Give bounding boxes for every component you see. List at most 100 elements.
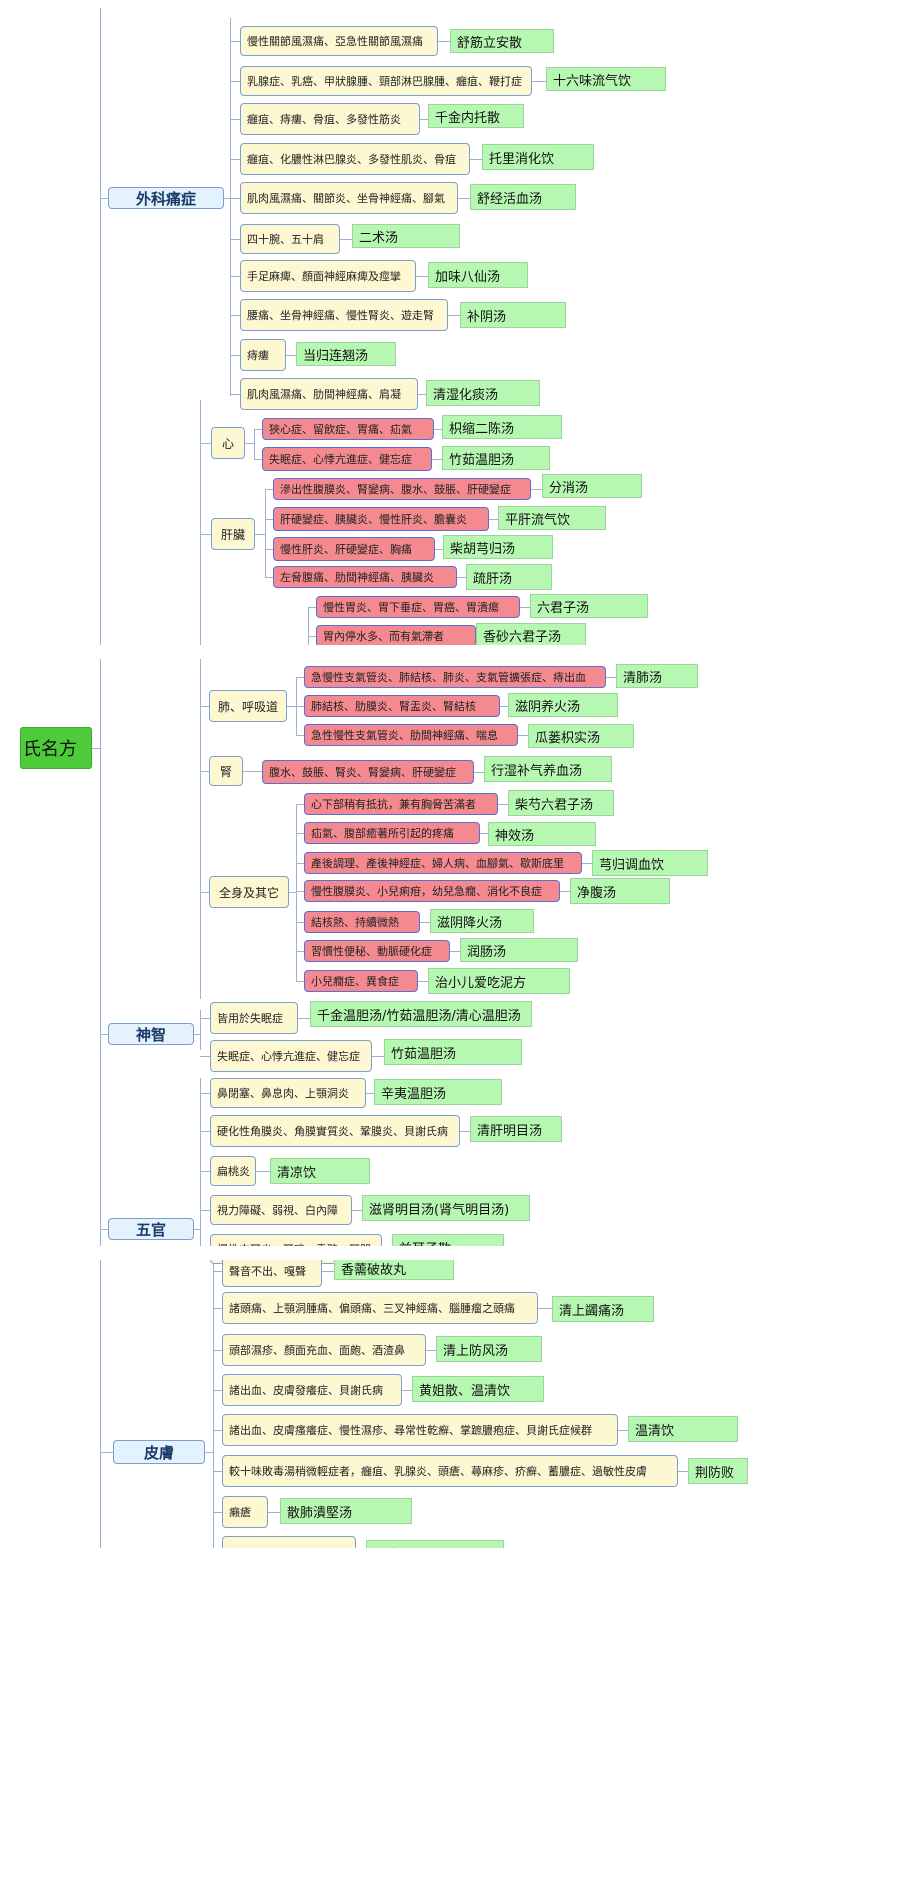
symptom-box[interactable]: 狹心症、留飲症、胃痛、疝氣 — [262, 418, 434, 440]
subgroup-lung[interactable]: 肺、呼吸道 — [209, 690, 287, 722]
formula-box[interactable]: 分消汤 — [542, 474, 642, 498]
formula-box[interactable]: 平肝流气饮 — [498, 506, 606, 530]
formula-box[interactable]: 清湿化痰汤 — [426, 380, 540, 406]
symptom-box[interactable]: 疝氣、腹部癒著所引起的疼痛 — [304, 822, 480, 844]
formula-box[interactable]: 柴芍六君子汤 — [508, 790, 614, 816]
subgroup-kidney[interactable]: 腎 — [209, 756, 243, 786]
formula-box[interactable]: 香薷破故丸 — [334, 1256, 454, 1280]
category-wuguan[interactable]: 五官 — [108, 1218, 194, 1240]
symptom-text: 乳腺症、乳癌、甲狀腺腫、頸部淋巴腺腫、癰疽、鞭打症 — [247, 75, 522, 88]
symptom-box[interactable]: 急慢性支氣管炎、肺結核、肺炎、支氣管擴張症、痔出血 — [304, 666, 606, 688]
symptom-box[interactable]: 視力障礙、弱視、白內障 — [210, 1195, 352, 1225]
symptom-box[interactable]: 急性慢性支氣管炎、肋間神經痛、喘息 — [304, 724, 518, 746]
root-node[interactable]: 氏名方 — [20, 727, 92, 769]
subgroup-other[interactable]: 全身及其它 — [209, 876, 289, 908]
symptom-box[interactable]: 慢性胃炎、胃下垂症、胃癌、胃潰瘍 — [316, 596, 520, 618]
category-waike[interactable]: 外科痛症 — [108, 187, 224, 209]
symptom-box[interactable]: 扁桃炎 — [210, 1156, 256, 1186]
formula-box[interactable]: 舒筋立安散 — [450, 29, 554, 53]
branch-line — [254, 429, 262, 430]
symptom-box[interactable]: 四十腕、五十肩 — [240, 224, 340, 254]
symptom-box[interactable]: 習慣性便秘、動脈硬化症 — [304, 940, 450, 962]
formula-box[interactable]: 千金内托散 — [428, 104, 524, 128]
symptom-box[interactable]: 失眠症、心悸亢進症、健忘症 — [262, 447, 432, 471]
formula-box[interactable]: 净腹汤 — [570, 878, 670, 904]
formula-box[interactable]: 柴胡芎归汤 — [443, 535, 553, 559]
symptom-box[interactable]: 腹水、鼓脹、腎炎、腎變病、肝硬變症 — [262, 760, 474, 784]
formula-box[interactable]: 疏肝汤 — [466, 564, 552, 590]
symptom-box[interactable]: 肝硬變症、胰臟炎、慢性肝炎、膽囊炎 — [273, 507, 489, 531]
symptom-box[interactable]: 諸頭痛、上顎洞腫痛、偏頭痛、三叉神經痛、腦腫瘤之頭痛 — [222, 1292, 538, 1324]
symptom-box[interactable]: 失眠症、心悸亢進症、健忘症 — [210, 1040, 372, 1072]
symptom-box[interactable]: 硬化性角膜炎、角膜實質炎、鞏膜炎、貝謝氏病 — [210, 1115, 460, 1147]
formula-box[interactable]: 滋肾明目汤(肾气明目汤) — [362, 1195, 530, 1221]
symptom-box[interactable]: 慢性關節風濕痛、亞急性關節風濕痛 — [240, 26, 438, 56]
formula-box[interactable]: 补阴汤 — [460, 302, 566, 328]
symptom-box[interactable]: 小兒癇症、異食症 — [304, 970, 418, 992]
symptom-box[interactable]: 慢性腹膜炎、小兒痢疳，幼兒急癇、消化不良症 — [304, 880, 560, 902]
symptom-box[interactable]: 癩瘡 — [222, 1496, 268, 1528]
formula-box[interactable]: 香砂六君子汤 — [476, 623, 586, 647]
symptom-box[interactable]: 腰痛、坐骨神經痛、慢性腎炎、遊走腎 — [240, 299, 448, 331]
symptom-box[interactable]: 較十味敗毒湯稍微輕症者，癰疽、乳腺炎、頭瘡、蕁麻疹、疥癬、蓄膿症、過敏性皮膚 — [222, 1455, 678, 1487]
formula-box[interactable]: 散肺潰堅汤 — [280, 1498, 412, 1524]
formula-box[interactable]: 神效汤 — [488, 822, 596, 846]
category-pifu[interactable]: 皮膚 — [113, 1440, 205, 1464]
category-shenzhi[interactable]: 神智 — [108, 1023, 194, 1045]
subgroup-liver[interactable]: 肝臟 — [211, 518, 255, 550]
formula-box[interactable]: 加味八仙汤 — [428, 262, 528, 288]
symptom-box[interactable]: 痔瘻 — [240, 339, 286, 371]
formula-box[interactable]: 千金温胆汤/竹茹温胆汤/清心温胆汤 — [310, 1001, 532, 1027]
symptom-box[interactable]: 肺結核、肋膜炎、腎盂炎、腎結核 — [304, 695, 500, 717]
formula-box[interactable]: 瓜蒌枳实汤 — [528, 724, 634, 748]
formula-box[interactable]: 清上蠲痛汤 — [552, 1296, 654, 1322]
formula-box[interactable]: 润肠汤 — [460, 938, 578, 962]
symptom-box[interactable]: 鼻閉塞、鼻息肉、上顎洞炎 — [210, 1078, 366, 1108]
formula-box[interactable]: 竹茹温胆汤 — [442, 446, 550, 470]
symptom-box[interactable]: 諸出血、皮膚瘙癢症、慢性濕疹、尋常性乾癬、掌蹠膿疱症、貝謝氏症候群 — [222, 1414, 618, 1446]
formula-box[interactable]: 清肝明目汤 — [470, 1116, 562, 1142]
formula-box[interactable]: 滋阴养火汤 — [508, 693, 618, 717]
formula-box[interactable]: 芎归调血饮 — [592, 850, 708, 876]
subgroup-heart[interactable]: 心 — [211, 427, 245, 459]
formula-connector — [606, 677, 616, 678]
symptom-box[interactable]: 心下部稍有抵抗，兼有胸脅苦滿者 — [304, 793, 498, 815]
formula-box[interactable]: 清凉饮 — [270, 1158, 370, 1184]
branch-line — [200, 1078, 201, 1248]
symptom-box[interactable]: 胃內停水多、而有氣滯者 — [316, 625, 476, 647]
formula-box[interactable]: 行湿补气养血汤 — [484, 756, 612, 782]
symptom-box[interactable]: 手足麻痺、顏面神經麻痺及痙攣 — [240, 260, 416, 292]
formula-box[interactable]: 十六味流气饮 — [546, 67, 666, 91]
symptom-box[interactable]: 肌肉風濕痛、肋間神經痛、肩凝 — [240, 378, 418, 410]
symptom-box[interactable]: 滲出性腹膜炎、腎變病、腹水、鼓脹、肝硬變症 — [273, 478, 531, 500]
formula-box[interactable]: 清上防风汤 — [436, 1336, 542, 1362]
symptom-box[interactable]: 頭部濕疹、顏面充血、面皰、酒渣鼻 — [222, 1334, 426, 1366]
symptom-box[interactable]: 癰疽、痔瘻、骨疽、多發性筋炎 — [240, 103, 420, 135]
symptom-box[interactable]: 癰疽、化膿性淋巴腺炎、多發性肌炎、骨疽 — [240, 143, 470, 175]
formula-box[interactable]: 辛夷温胆汤 — [374, 1079, 502, 1105]
branch-line — [230, 41, 240, 42]
formula-box[interactable]: 枳缩二陈汤 — [442, 415, 562, 439]
symptom-box[interactable]: 左脅腹痛、肋間神經痛、胰臟炎 — [273, 566, 457, 588]
symptom-box[interactable]: 皆用於失眠症 — [210, 1002, 298, 1034]
formula-box[interactable]: 滋阴降火汤 — [430, 909, 534, 933]
symptom-box[interactable]: 諸出血、皮膚發癢症、貝謝氏病 — [222, 1374, 402, 1406]
symptom-box[interactable]: 產後調理、產後神經症、婦人病、血腳氣、歇斯底里 — [304, 852, 582, 874]
formula-box[interactable]: 温清饮 — [628, 1416, 738, 1442]
symptom-box[interactable]: 慢性肝炎、肝硬變症、胸痛 — [273, 537, 435, 561]
symptom-box[interactable]: 乳腺症、乳癌、甲狀腺腫、頸部淋巴腺腫、癰疽、鞭打症 — [240, 66, 532, 96]
formula-box[interactable]: 荆防败 — [688, 1458, 748, 1484]
formula-box[interactable]: 竹茹温胆汤 — [384, 1039, 522, 1065]
formula-box[interactable]: 舒经活血汤 — [470, 184, 576, 210]
formula-box[interactable]: 黄姐散、温清饮 — [412, 1376, 544, 1402]
formula-text: 千金内托散 — [435, 110, 501, 126]
symptom-box[interactable]: 結核熱、持續微熱 — [304, 911, 420, 933]
formula-box[interactable]: 当归连翘汤 — [296, 342, 396, 366]
formula-box[interactable]: 六君子汤 — [530, 594, 648, 618]
formula-box[interactable]: 二术汤 — [352, 224, 460, 248]
formula-box[interactable]: 治小儿爱吃泥方 — [428, 968, 570, 994]
formula-box[interactable]: 清肺汤 — [616, 664, 698, 688]
branch-line — [92, 748, 100, 749]
symptom-box[interactable]: 肌肉風濕痛、關節炎、坐骨神經痛、腳氣 — [240, 182, 458, 214]
formula-box[interactable]: 托里消化饮 — [482, 144, 594, 170]
